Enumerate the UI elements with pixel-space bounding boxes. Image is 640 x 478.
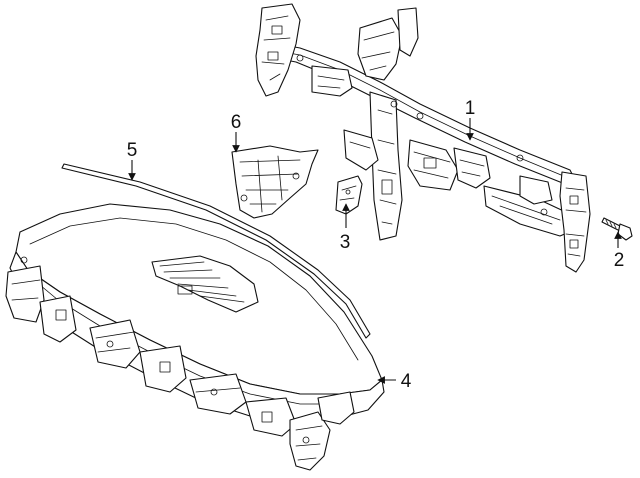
callout-labels: 1 2 3 4 5 6 bbox=[127, 98, 625, 392]
callout-1: 1 bbox=[465, 98, 476, 119]
instrument-panel bbox=[5, 203, 385, 471]
callout-5: 5 bbox=[127, 140, 138, 161]
callout-2: 2 bbox=[614, 250, 625, 271]
cross-car-beam bbox=[255, 3, 591, 273]
dash-molding-strip bbox=[61, 163, 371, 339]
callout-3: 3 bbox=[340, 232, 351, 253]
bolt bbox=[601, 217, 633, 241]
callout-6: 6 bbox=[231, 112, 242, 133]
small-bracket bbox=[335, 175, 363, 215]
leader-lines bbox=[128, 118, 622, 384]
callout-4: 4 bbox=[401, 371, 412, 392]
center-support-bracket bbox=[231, 145, 319, 219]
